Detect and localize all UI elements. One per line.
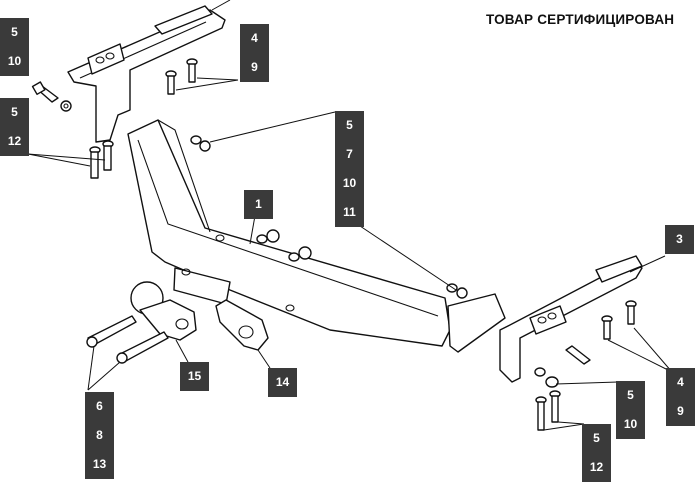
label-top-left-bolt-10: 10 <box>0 47 29 76</box>
label-top-left-bolt-5: 5 <box>0 18 29 47</box>
right-lower-studs <box>535 390 585 431</box>
label-right-lower-bolt-5: 5 <box>616 381 645 410</box>
label-beam-1: 1 <box>244 190 273 219</box>
top-bracket-bolts <box>165 58 239 95</box>
tow-ball-assembly <box>130 267 231 363</box>
socket-plate <box>215 299 271 369</box>
label-right-lower-stud-5: 5 <box>582 424 611 453</box>
label-ball-bolt-6: 6 <box>85 392 114 421</box>
label-right-bracket-3: 3 <box>665 225 694 254</box>
right-mounting-bracket <box>499 255 666 383</box>
top-left-studs <box>27 140 114 179</box>
label-top-bolt-4: 4 <box>240 24 269 53</box>
label-nut-7: 7 <box>335 140 364 169</box>
label-ball-bolt-13: 13 <box>85 450 114 479</box>
top-left-bolt <box>31 81 72 112</box>
label-right-bolt-4: 4 <box>666 368 695 397</box>
left-mounting-bracket <box>67 0 231 143</box>
label-right-bolt-9: 9 <box>666 397 695 426</box>
label-top-left-stud-5: 5 <box>0 98 29 127</box>
label-right-lower-bolt-10: 10 <box>616 410 645 439</box>
certificate-notice: ТОВАР СЕРТИФИЦИРОВАН <box>486 12 675 27</box>
label-nut-5: 5 <box>335 111 364 140</box>
label-right-lower-stud-12: 12 <box>582 453 611 482</box>
label-top-bolt-9: 9 <box>240 53 269 82</box>
right-side-bolts <box>534 300 673 388</box>
ball-bolts <box>86 315 169 391</box>
beam-nuts <box>190 111 468 299</box>
label-socket-plate-14: 14 <box>268 368 297 397</box>
label-nut-10: 10 <box>335 169 364 198</box>
main-beam <box>127 119 506 353</box>
label-top-left-stud-12: 12 <box>0 127 29 156</box>
label-tow-ball-15: 15 <box>180 362 209 391</box>
label-nut-11: 11 <box>335 198 364 227</box>
label-ball-bolt-8: 8 <box>85 421 114 450</box>
